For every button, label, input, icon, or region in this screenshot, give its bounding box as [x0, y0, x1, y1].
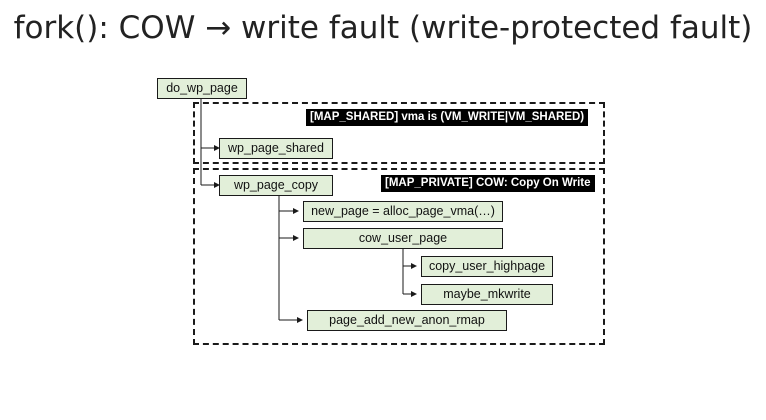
map-shared-label: [MAP_SHARED] vma is (VM_WRITE|VM_SHARED): [306, 109, 589, 126]
node-new_page: new_page = alloc_page_vma(…): [303, 201, 503, 222]
map-private-region: [193, 168, 605, 345]
node-cow_user_page: cow_user_page: [303, 228, 503, 249]
node-wp_page_copy: wp_page_copy: [219, 175, 333, 196]
node-maybe_mkwrite: maybe_mkwrite: [421, 284, 553, 305]
node-do_wp_page: do_wp_page: [157, 78, 247, 99]
node-copy_user_highpage: copy_user_highpage: [421, 256, 553, 277]
node-wp_page_shared: wp_page_shared: [219, 138, 333, 159]
node-page_add_new_anon_rmap: page_add_new_anon_rmap: [307, 310, 507, 331]
map-shared-region: [193, 102, 605, 164]
map-private-label: [MAP_PRIVATE] COW: Copy On Write: [381, 175, 595, 192]
slide-title: fork(): COW → write fault (write-protect…: [13, 10, 753, 46]
